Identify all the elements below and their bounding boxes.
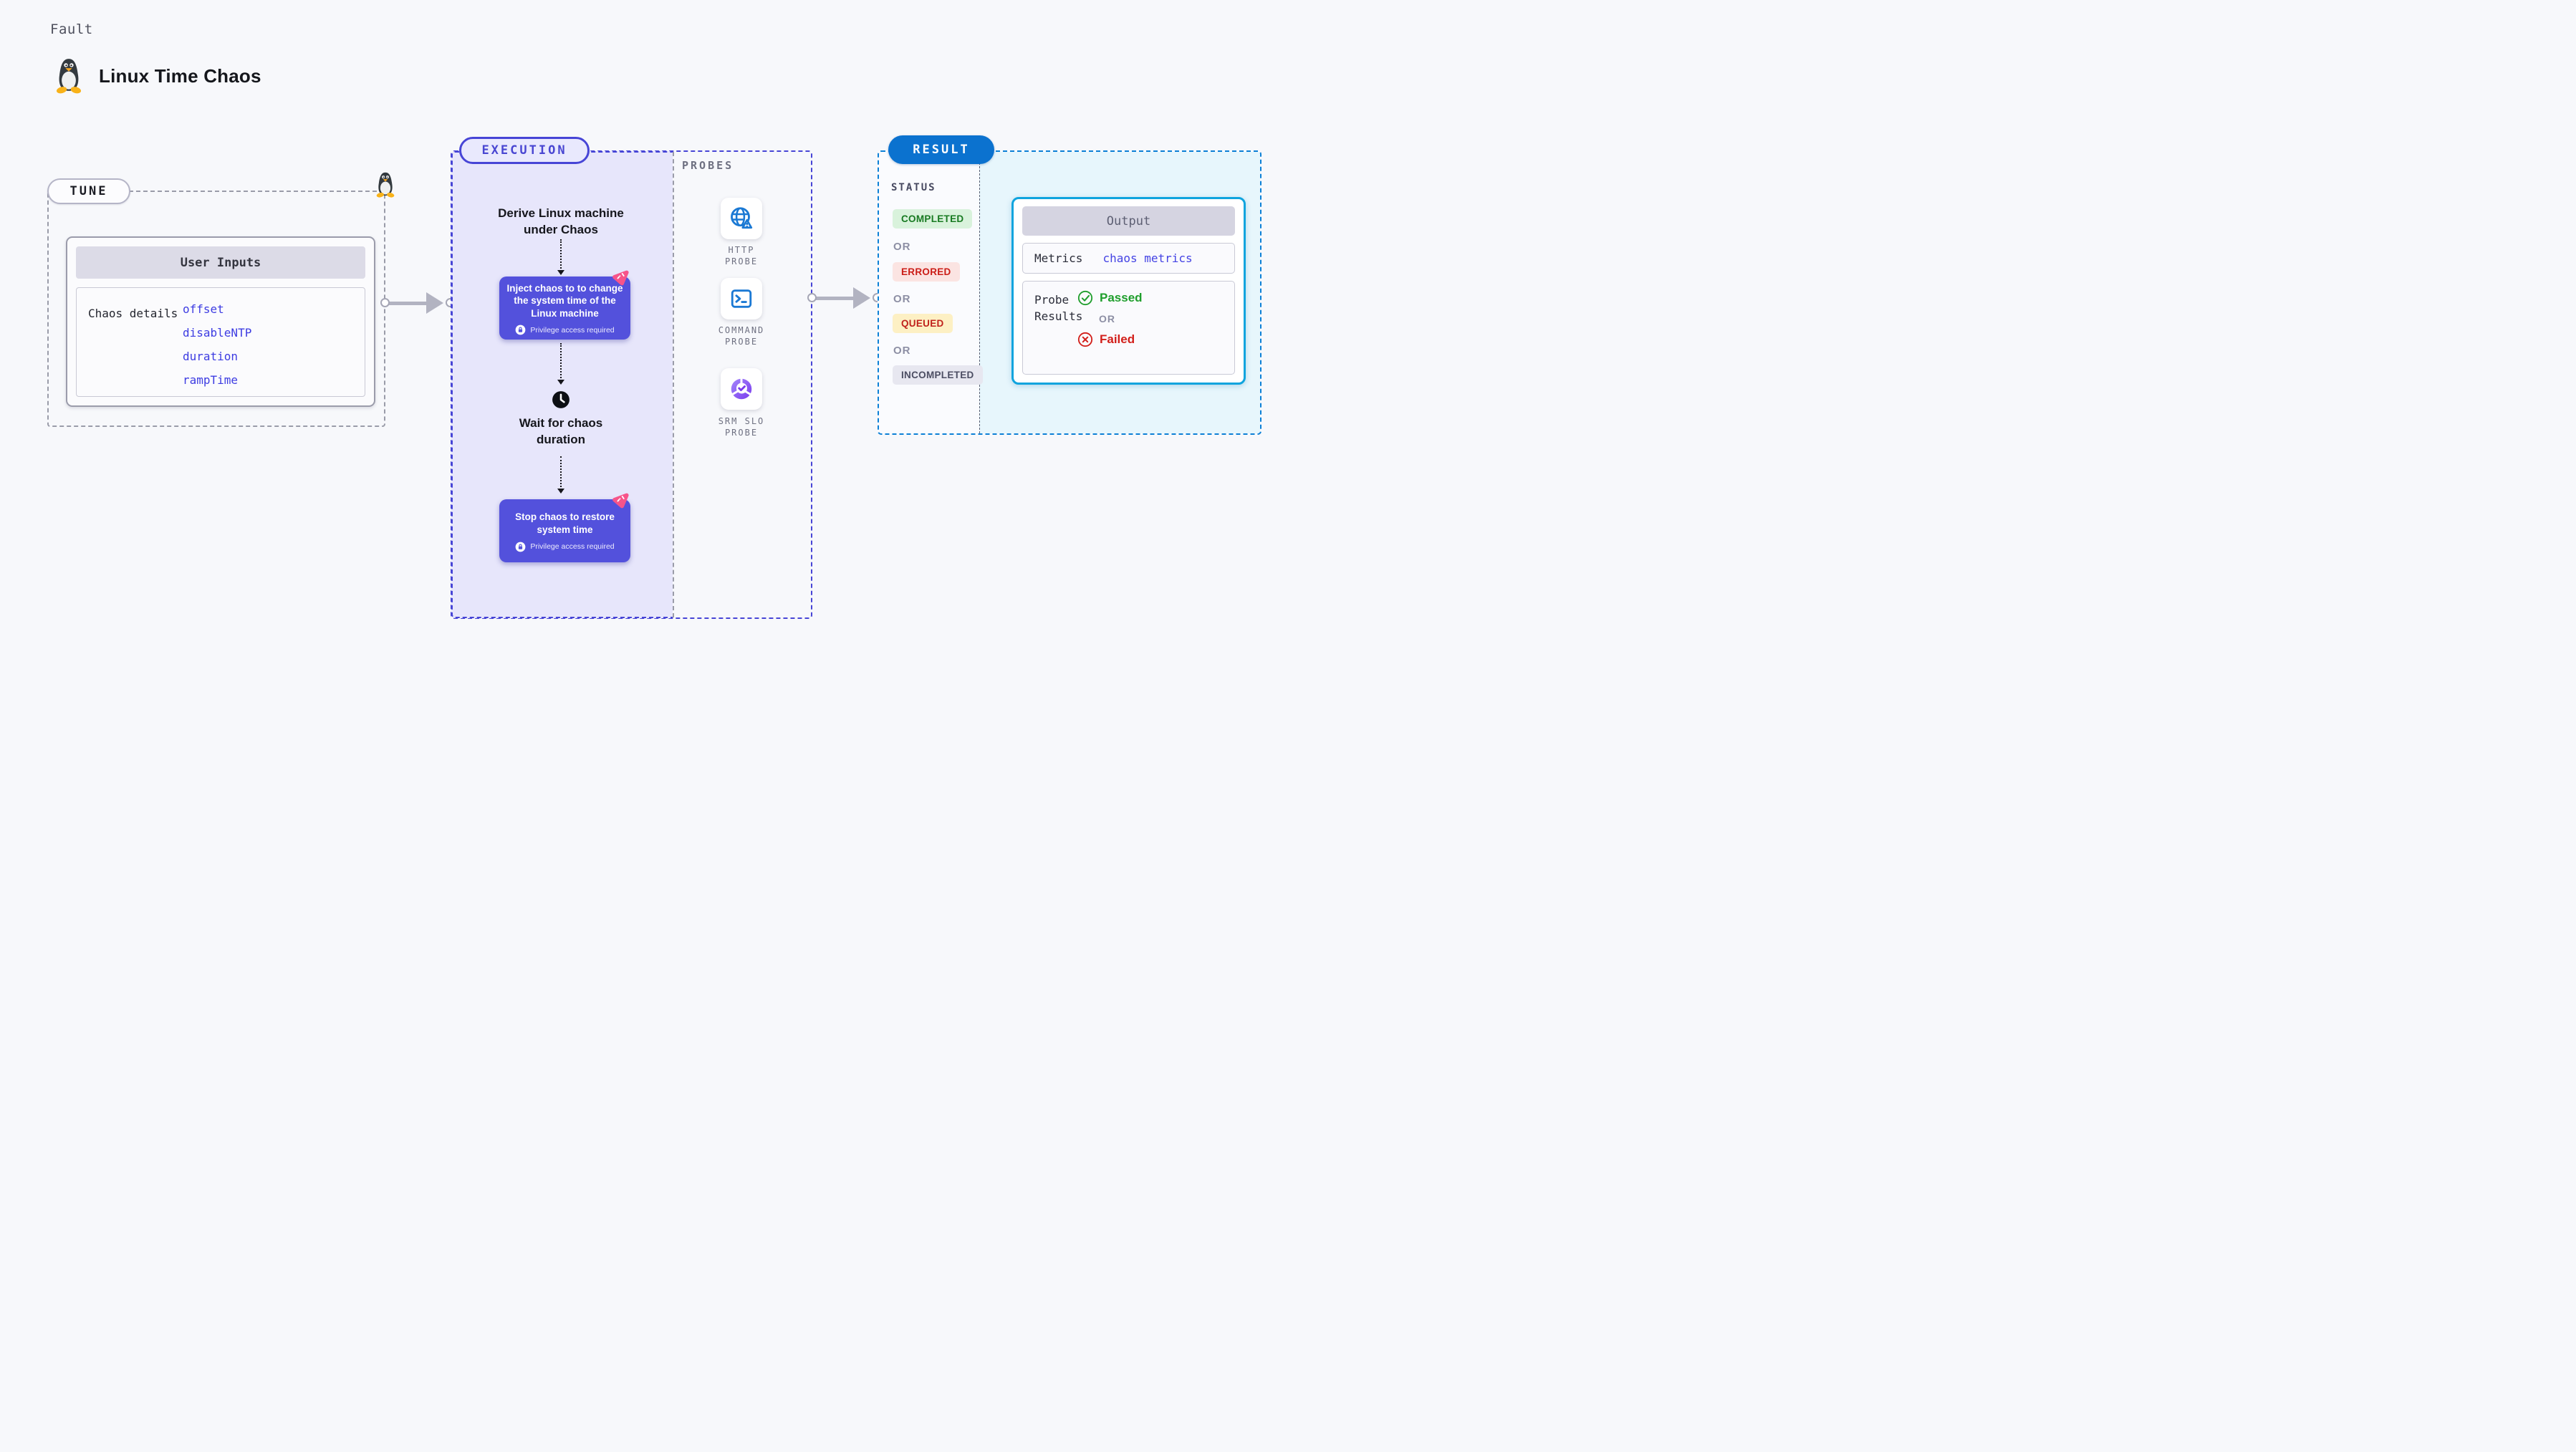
metrics-row: Metrics chaos metrics <box>1022 243 1235 274</box>
probe-results-status: Passed OR Failed <box>1077 290 1143 347</box>
status-badge-incompleted: INCOMPLETED <box>893 365 983 385</box>
page-title: Linux Time Chaos <box>99 64 261 87</box>
srm-slo-probe-label: SRM SLO PROBE <box>718 416 765 438</box>
chaos-details-label: Chaos details <box>88 307 178 320</box>
globe-warning-icon <box>729 206 754 231</box>
arrow-execution-to-result <box>807 287 886 309</box>
param-duration: duration <box>183 350 239 363</box>
result-pill-label: RESULT <box>888 135 994 164</box>
privilege-row: Privilege access required <box>515 542 615 552</box>
tune-region <box>47 191 385 427</box>
title-row: Linux Time Chaos <box>53 57 261 95</box>
status-badge-completed: COMPLETED <box>893 209 973 229</box>
stop-chaos-node: Stop chaos to restore system time Privil… <box>499 499 630 562</box>
http-probe-card <box>721 198 762 239</box>
probes-panel <box>673 152 811 617</box>
tune-pill-label: TUNE <box>47 178 130 204</box>
user-inputs-card: User Inputs Chaos details offset disable… <box>66 236 375 407</box>
http-probe-label: HTTP PROBE <box>724 245 759 267</box>
privilege-row: Privilege access required <box>515 324 615 335</box>
status-badge-queued: QUEUED <box>893 314 953 333</box>
wait-step-text: Wait for chaos duration <box>519 416 603 446</box>
srm-slo-probe-card <box>721 368 762 410</box>
or-text: OR <box>893 293 911 305</box>
dotted-arrow-3 <box>557 456 565 494</box>
command-probe-card <box>721 278 762 319</box>
linux-tux-icon <box>53 57 85 95</box>
inject-chaos-node: Inject chaos to to change the system tim… <box>499 277 630 340</box>
failed-row: Failed <box>1077 332 1143 347</box>
x-circle-icon <box>1077 332 1093 347</box>
or-text: OR <box>893 241 911 253</box>
chaos-details-row: Chaos details offset disableNTP duration… <box>76 287 365 397</box>
probes-label: PROBES <box>682 159 734 172</box>
check-circle-icon <box>1077 290 1093 306</box>
privilege-text: Privilege access required <box>530 542 615 552</box>
param-disablentp: disableNTP <box>183 326 252 340</box>
inject-chaos-text: Inject chaos to to change the system tim… <box>506 282 623 319</box>
chaos-pink-icon <box>611 268 630 287</box>
lock-icon <box>515 324 526 335</box>
lock-icon <box>515 542 526 552</box>
stop-chaos-text: Stop chaos to restore system time <box>515 511 615 535</box>
output-card: Output Metrics chaos metrics Probe Resul… <box>1011 197 1246 385</box>
diagram-canvas: Fault Linux Time Chaos TUNE User Inputs … <box>0 0 1288 726</box>
derive-step-text: Derive Linux machine under Chaos <box>498 206 624 236</box>
chaos-pink-icon <box>611 491 630 509</box>
passed-text: Passed <box>1100 291 1143 304</box>
param-offset: offset <box>183 302 224 316</box>
dotted-arrow-1 <box>557 239 565 275</box>
execution-pill-label: EXECUTION <box>459 137 590 164</box>
slo-pie-check-icon <box>729 376 754 402</box>
arrow-tune-to-execution <box>380 292 459 314</box>
linux-tux-corner-icon <box>375 170 396 200</box>
command-probe-label: COMMAND PROBE <box>718 325 765 347</box>
terminal-icon <box>729 287 754 311</box>
probe-results-label: Probe Results <box>1034 293 1083 324</box>
status-label: STATUS <box>891 182 936 193</box>
clock-icon <box>552 390 570 409</box>
fault-kicker: Fault <box>50 21 93 37</box>
user-inputs-header: User Inputs <box>76 246 365 279</box>
dotted-arrow-2 <box>557 343 565 385</box>
privilege-text: Privilege access required <box>530 325 615 335</box>
metrics-value: chaos metrics <box>1102 251 1193 265</box>
output-header: Output <box>1022 206 1235 236</box>
or-text: OR <box>1099 313 1115 324</box>
status-badge-errored: ERRORED <box>893 262 960 282</box>
passed-row: Passed <box>1077 290 1143 306</box>
metrics-label: Metrics <box>1034 251 1083 265</box>
probe-results-box: Probe Results Passed OR Failed <box>1022 281 1235 375</box>
param-ramptime: rampTime <box>183 373 239 387</box>
or-text: OR <box>893 345 911 357</box>
failed-text: Failed <box>1100 332 1135 346</box>
param-list: offset disableNTP duration rampTime <box>183 297 251 392</box>
